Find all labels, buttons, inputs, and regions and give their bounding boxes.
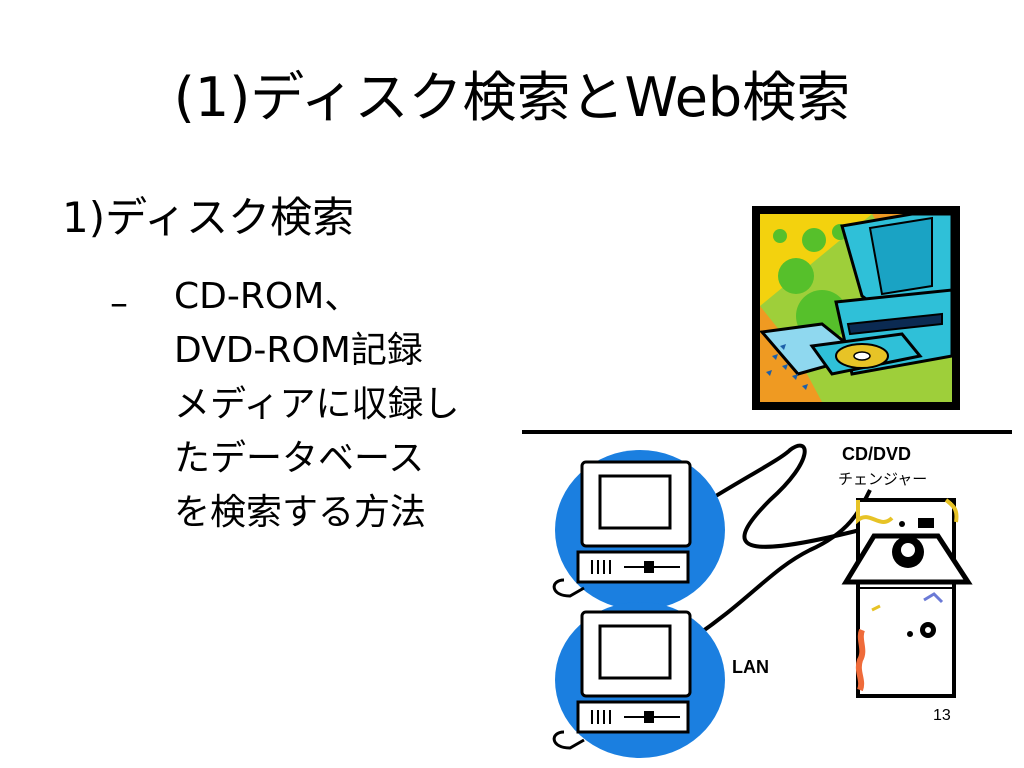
bullet-line: DVD-ROM記録 bbox=[174, 330, 423, 371]
bullet-line: メディアに収録し bbox=[174, 384, 460, 425]
lan-label: LAN bbox=[732, 657, 769, 677]
cd-drive-clipart-icon bbox=[752, 206, 960, 410]
level2-bullet-text: CD-ROM、 DVD-ROM記録 メディアに収録し たデータベース を検索する… bbox=[174, 270, 514, 540]
computer-icon bbox=[552, 602, 725, 758]
bullet-line: CD-ROM、 bbox=[174, 276, 361, 317]
bullet-line: たデータベース bbox=[174, 438, 425, 479]
network-diagram bbox=[552, 443, 973, 758]
divider bbox=[522, 430, 1012, 434]
slide-title: (1)ディスク検索とWeb検索 bbox=[173, 66, 851, 129]
level1-bullet: 1)ディスク検索 bbox=[62, 193, 355, 242]
changer-label: CD/DVD bbox=[842, 444, 912, 464]
cd-changer-icon bbox=[841, 498, 973, 698]
computer-icon bbox=[552, 450, 725, 610]
page-number: 13 bbox=[933, 707, 951, 724]
bullet-line: を検索する方法 bbox=[174, 492, 427, 533]
changer-sublabel: チェンジャー bbox=[838, 470, 928, 488]
level2-bullet-marker: – bbox=[110, 283, 128, 324]
